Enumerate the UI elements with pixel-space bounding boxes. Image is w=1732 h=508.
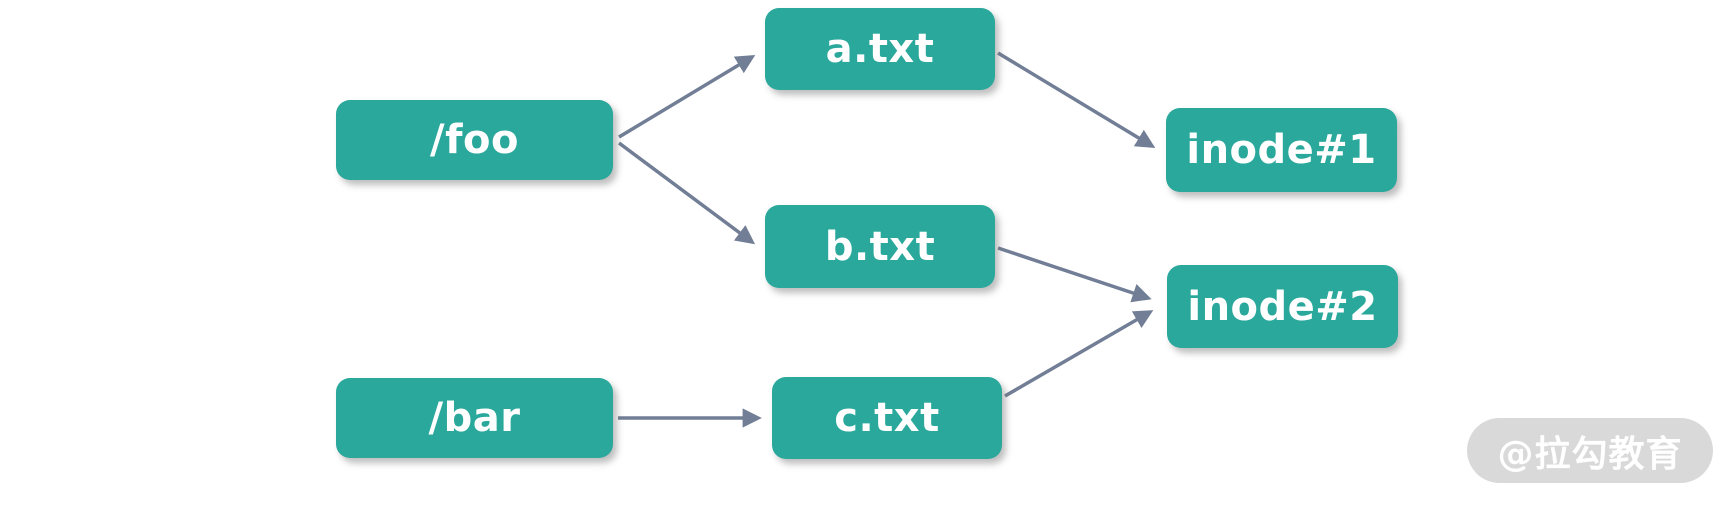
- node-inode1-label: inode#1: [1186, 127, 1377, 173]
- node-inode2: inode#2: [1167, 265, 1398, 348]
- edge-foo-to-a: [618, 55, 756, 139]
- edge-b-to-inode2: [997, 246, 1152, 303]
- edge-foo-to-b: [617, 141, 756, 245]
- node-b-txt: b.txt: [765, 205, 995, 288]
- edge-a-to-inode1: [997, 51, 1156, 148]
- node-b-txt-label: b.txt: [824, 223, 936, 270]
- edge-c-to-inode2: [1004, 310, 1154, 398]
- node-a-txt: a.txt: [765, 8, 995, 90]
- watermark-label: @拉勾教育: [1497, 433, 1683, 475]
- node-a-txt-label: a.txt: [825, 26, 935, 72]
- node-c-txt-label: c.txt: [834, 395, 940, 441]
- node-inode1: inode#1: [1166, 108, 1397, 192]
- node-c-txt: c.txt: [772, 377, 1002, 459]
- node-inode2-label: inode#2: [1187, 283, 1378, 330]
- watermark-badge: @拉勾教育: [1467, 418, 1713, 483]
- node-bar-label: /bar: [428, 395, 521, 441]
- node-bar: /bar: [336, 378, 613, 458]
- node-foo-label: /foo: [430, 117, 519, 163]
- node-foo: /foo: [336, 100, 613, 180]
